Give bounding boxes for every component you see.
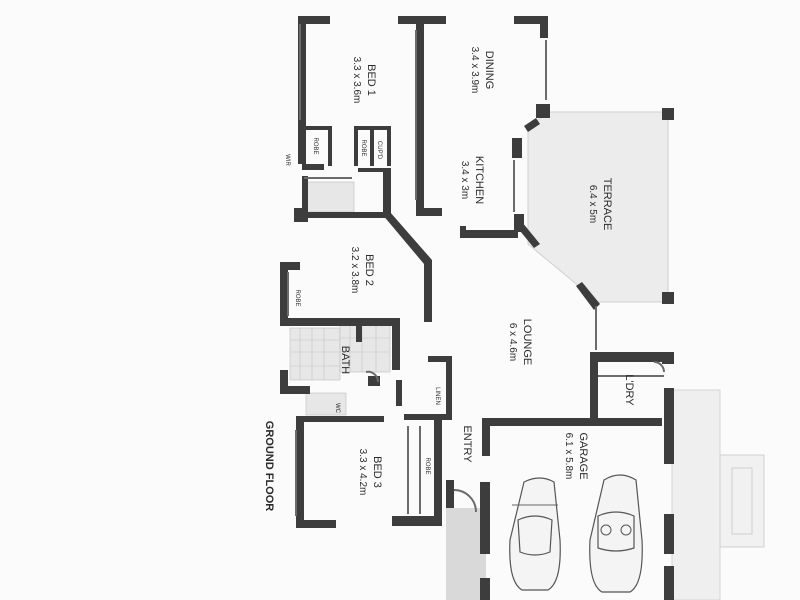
room-name-kitchen: KITCHEN: [473, 156, 485, 204]
room-name-ldry: L'DRY: [623, 374, 635, 406]
room-label-ldry: L'DRY: [623, 374, 635, 406]
car-left: [509, 477, 561, 591]
label-robe-bed3: ROBE: [424, 457, 430, 474]
room-name-entry: ENTRY: [461, 425, 473, 463]
car-right: [589, 474, 643, 593]
room-dims-garage: 6.1 x 5.8m: [563, 433, 574, 480]
room-label-lounge: LOUNGE 6 x 4.6m: [507, 319, 533, 365]
room-dims-bed1: 3.3 x 3.6m: [351, 57, 362, 104]
room-name-dining: DINING: [483, 51, 495, 90]
room-name-bed3: BED 3: [371, 456, 383, 488]
openings: [287, 24, 665, 516]
room-dims-bed2: 3.2 x 3.8m: [349, 247, 360, 294]
label-robe-bed2: ROBE: [294, 289, 300, 306]
room-dims-bed3: 3.3 x 4.2m: [357, 449, 368, 496]
label-robe-bed1-a: ROBE: [312, 137, 318, 154]
room-name-lounge: LOUNGE: [521, 319, 533, 365]
label-wir: WIR: [284, 154, 290, 166]
room-dims-lounge: 6 x 4.6m: [507, 323, 518, 361]
room-name-terrace: TERRACE: [601, 178, 613, 231]
room-name-garage: GARAGE: [577, 432, 589, 479]
room-label-terrace: TERRACE 6.4 x 5m: [587, 178, 613, 231]
room-label-bed1: BED 1 3.3 x 3.6m: [351, 57, 377, 104]
room-label-garage: GARAGE 6.1 x 5.8m: [563, 432, 589, 479]
label-wc: WC: [334, 403, 340, 414]
room-name-bed2: BED 2: [363, 254, 375, 286]
room-name-bath: BATH: [339, 346, 351, 375]
room-dims-terrace: 6.4 x 5m: [587, 185, 598, 223]
bath-tiles: [289, 181, 391, 416]
label-robe-bed1-b: ROBE: [360, 139, 366, 156]
floor-label: GROUND FLOOR: [263, 421, 275, 511]
label-linen: LINEN: [434, 387, 440, 405]
room-name-bed1: BED 1: [365, 64, 377, 96]
label-cupd: CUP'D: [376, 141, 382, 160]
room-dims-kitchen: 3.4 x 3m: [459, 161, 470, 199]
room-dims-dining: 3.4 x 3.9m: [469, 47, 480, 94]
room-label-entry: ENTRY: [461, 425, 473, 463]
room-label-bed2: BED 2 3.2 x 3.8m: [349, 247, 375, 294]
room-label-dining: DINING 3.4 x 3.9m: [469, 47, 495, 94]
room-label-bed3: BED 3 3.3 x 4.2m: [357, 449, 383, 496]
room-label-kitchen: KITCHEN 3.4 x 3m: [459, 156, 485, 204]
walls: [280, 16, 674, 600]
driveway: [446, 389, 765, 600]
room-label-bath: BATH: [339, 346, 351, 375]
